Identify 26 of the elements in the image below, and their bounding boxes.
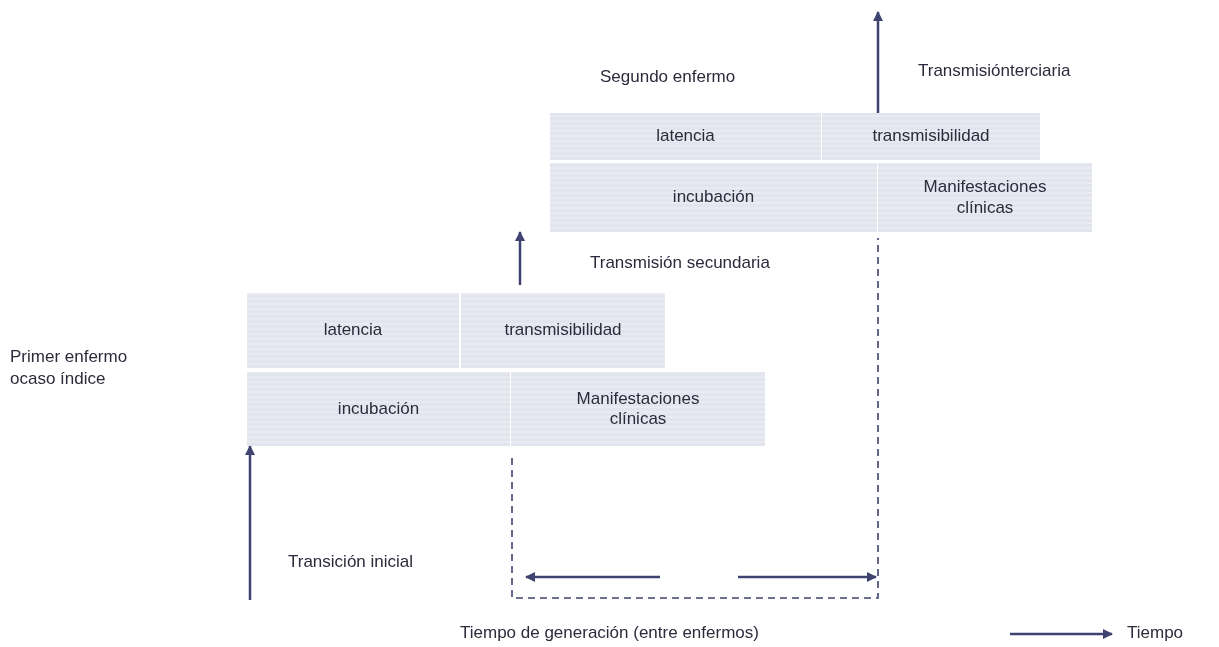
annotation-text: Transmisiónterciaria (918, 60, 1071, 82)
axis-label: Tiempo (1127, 622, 1184, 644)
arrow (245, 445, 255, 600)
phase-label: Manifestaciones clínicas (922, 177, 1048, 218)
phase-label: latencia (656, 126, 715, 147)
patient-label: Segundo enfermo (600, 66, 736, 88)
phase-box (511, 372, 765, 446)
phase-label: incubación (672, 187, 755, 208)
annotation-text: Transición inicial (288, 551, 414, 573)
phase-label: transmisibilidad (504, 320, 622, 341)
patient-label: Primer enfermo ocaso índice (10, 346, 129, 391)
phase-label: latencia (323, 320, 383, 341)
phase-box (461, 293, 665, 368)
phase-label: transmisibilidad (872, 126, 990, 147)
phase-box (247, 372, 510, 446)
phase-box (878, 163, 1092, 232)
phase-box (247, 293, 459, 368)
axis-label: Tiempo de generación (entre enfermos) (460, 622, 759, 644)
phase-label: Manifestaciones clínicas (575, 388, 701, 430)
phase-label: incubación (337, 398, 420, 420)
arrow (873, 11, 883, 113)
phase-box (550, 163, 877, 232)
annotation-text: Transmisión secundaria (590, 252, 770, 274)
phase-box (550, 113, 821, 160)
arrow (515, 231, 525, 285)
phase-box (822, 113, 1040, 160)
